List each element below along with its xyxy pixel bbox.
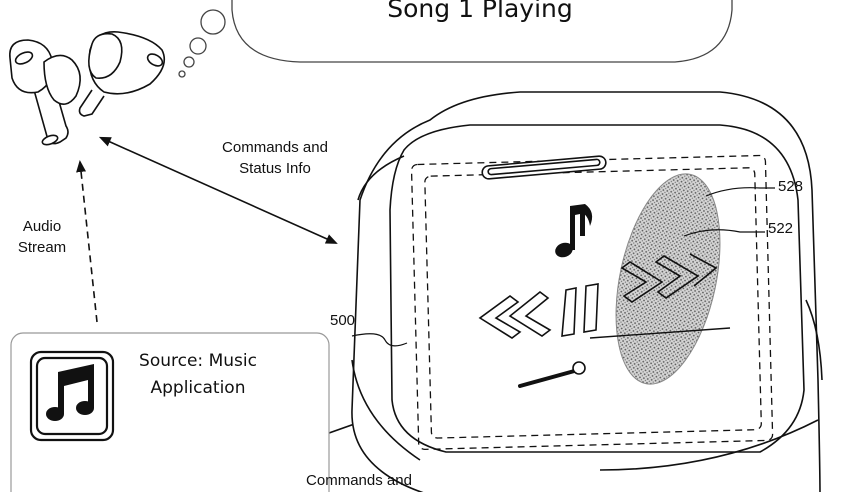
rewind-icon (478, 290, 552, 339)
lead-528 (705, 187, 775, 197)
audio-stream-line2: Stream (17, 239, 67, 256)
music-app-icon (29, 350, 115, 442)
fast-forward-icon (620, 253, 718, 303)
ref-528: 528 (778, 178, 804, 195)
audio-stream-label: Audio Stream (8, 216, 76, 258)
case-music-note-icon (555, 204, 593, 258)
arrow-audio-stream (76, 160, 98, 323)
progress-fill (518, 368, 580, 388)
thought-bubble (178, 0, 733, 78)
bubble-text: Song 1 Playing (387, 0, 573, 23)
progress-scrubber (572, 361, 586, 375)
source-box (10, 332, 330, 492)
earbuds-icon (9, 31, 166, 146)
ref-522: 522 (768, 220, 794, 237)
commands-bottom-label: Commands and (306, 472, 412, 489)
progress-track (589, 327, 731, 339)
ref-500: 500 (330, 312, 356, 329)
commands-status-top-line2: Status Info (239, 160, 311, 177)
audio-stream-line1: Audio (22, 218, 62, 235)
arrow-commands-status-top (98, 136, 338, 244)
music-note-icon (46, 364, 94, 421)
source-label: Source: Music Application (118, 348, 278, 402)
pause-icon (561, 283, 599, 337)
commands-status-top-line1: Commands and (222, 139, 328, 156)
commands-status-top-label: Commands and Status Info (200, 137, 350, 179)
source-line2: Application (150, 378, 246, 398)
lead-522 (683, 229, 765, 237)
lead-500 (351, 333, 408, 347)
touch-highlight-region (615, 173, 721, 385)
source-line1: Source: Music (139, 351, 257, 371)
